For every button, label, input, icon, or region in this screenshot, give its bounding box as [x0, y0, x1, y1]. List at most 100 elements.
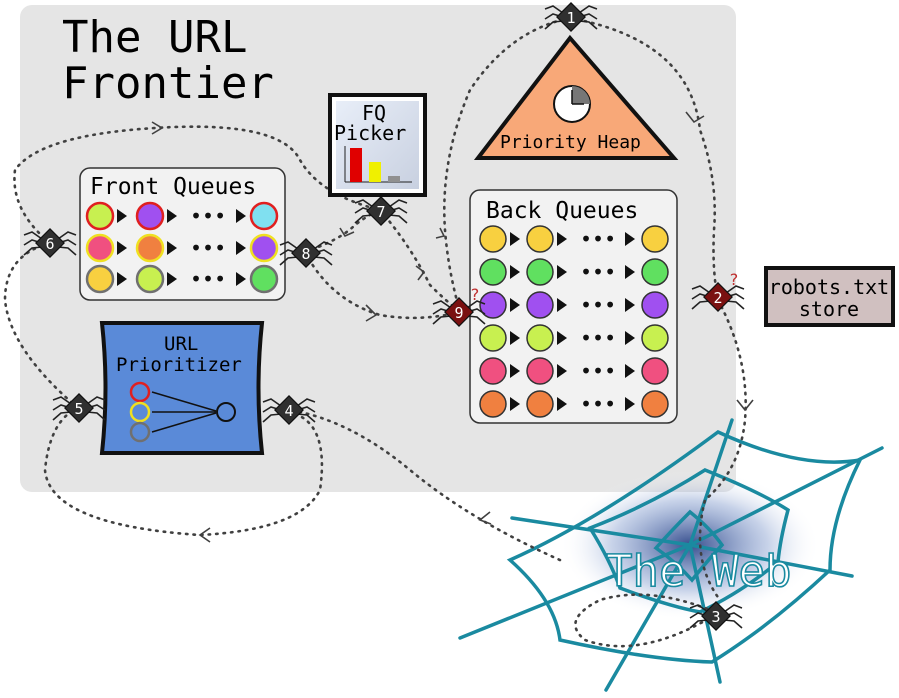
back-queue-row: •••	[479, 357, 669, 385]
queue-arrow-icon	[557, 265, 567, 279]
queue-arrow-icon	[236, 272, 246, 286]
queue-ellipsis: •••	[580, 392, 616, 416]
crawler-spider-4: 4	[262, 395, 316, 425]
spider-number: 3	[711, 608, 720, 626]
url-item	[249, 233, 279, 263]
crawl-cycle-path	[3, 16, 747, 648]
frontier-title-line2: Frontier	[62, 58, 274, 109]
fq-picker-bar-gray	[388, 176, 400, 182]
url-item	[85, 201, 115, 231]
priority-heap-label: Priority Heap	[500, 132, 641, 153]
queue-arrow-icon	[510, 331, 520, 345]
queue-arrow-icon	[557, 298, 567, 312]
url-item	[479, 291, 507, 319]
queue-arrow-icon	[625, 298, 635, 312]
queue-arrow-icon	[625, 364, 635, 378]
spider-number: 7	[376, 203, 385, 221]
priority-level-circle	[129, 381, 151, 403]
queue-ellipsis: •••	[580, 359, 616, 383]
queue-arrow-icon	[236, 209, 246, 223]
queue-ellipsis: •••	[580, 293, 616, 317]
queue-arrow-icon	[117, 209, 127, 223]
url-item	[85, 264, 115, 294]
url-prioritizer-label-line2: Prioritizer	[116, 354, 242, 376]
crawler-spider-5: 5	[52, 393, 106, 423]
queue-arrow-icon	[510, 364, 520, 378]
spider-number: 6	[45, 235, 54, 253]
url-item	[479, 390, 507, 418]
queue-ellipsis: •••	[190, 204, 226, 228]
spider-question-mark: ?	[729, 270, 739, 289]
url-item	[641, 258, 669, 286]
queue-arrow-icon	[236, 241, 246, 255]
queue-arrow-icon	[117, 241, 127, 255]
priority-level-circle	[129, 421, 151, 443]
fq-picker-label-line2: Picker	[334, 121, 406, 145]
url-prioritizer-label-line1: URL	[164, 333, 198, 355]
queue-arrow-icon	[557, 364, 567, 378]
crawler-spider-9: 9?	[432, 285, 486, 327]
fq-picker: FQ Picker	[328, 93, 427, 197]
back-queues-label: Back Queues	[486, 198, 638, 224]
queue-arrow-icon	[510, 232, 520, 246]
url-item	[641, 390, 669, 418]
queue-arrow-icon	[510, 265, 520, 279]
spider-number: 1	[566, 9, 575, 27]
url-item	[526, 291, 554, 319]
url-item	[479, 258, 507, 286]
queue-arrow-icon	[557, 331, 567, 345]
web-label: The Web	[606, 546, 791, 597]
back-queue-row: •••	[479, 291, 669, 319]
back-queue-row: •••	[479, 390, 669, 418]
spider-number: 5	[74, 400, 83, 418]
front-queue-row: •••	[85, 233, 279, 263]
direction-chevrons	[151, 111, 754, 543]
url-item	[526, 258, 554, 286]
queue-arrow-icon	[167, 209, 177, 223]
url-item	[135, 233, 165, 263]
queue-ellipsis: •••	[580, 260, 616, 284]
front-queue-row: •••	[85, 264, 279, 294]
back-queue-row: •••	[479, 258, 669, 286]
queue-arrow-icon	[625, 397, 635, 411]
url-item	[526, 390, 554, 418]
url-item	[479, 225, 507, 253]
spider-number: 4	[284, 402, 293, 420]
fq-picker-bar-red	[350, 148, 362, 182]
spider-number: 9	[454, 304, 463, 322]
queue-arrow-icon	[510, 397, 520, 411]
fq-picker-bar-yellow	[369, 162, 381, 182]
spider-number: 8	[301, 245, 310, 263]
crawler-spider-8: 8	[279, 238, 333, 268]
back-queues: Back Queues ••• ••• ••• ••• ••• •••	[469, 189, 678, 424]
url-item	[135, 201, 165, 231]
queue-arrow-icon	[625, 232, 635, 246]
input-url-circle	[216, 402, 236, 422]
queue-ellipsis: •••	[580, 227, 616, 251]
crawler-spider-2: 2?	[691, 270, 745, 312]
url-item	[641, 324, 669, 352]
spider-number: 2	[713, 289, 722, 307]
queue-arrow-icon	[625, 265, 635, 279]
queue-arrow-icon	[117, 272, 127, 286]
front-queue-row: •••	[85, 201, 279, 231]
spider-question-mark: ?	[470, 285, 480, 304]
url-item	[479, 357, 507, 385]
url-item	[85, 233, 115, 263]
url-item	[479, 324, 507, 352]
web-graphic: The Web	[458, 418, 884, 692]
url-item	[641, 291, 669, 319]
queue-ellipsis: •••	[190, 267, 226, 291]
queue-ellipsis: •••	[580, 326, 616, 350]
queue-arrow-icon	[557, 397, 567, 411]
front-queues-label: Front Queues	[90, 174, 256, 200]
url-item	[249, 264, 279, 294]
url-prioritizer: URL Prioritizer	[99, 321, 265, 455]
frontier-title-line1: The URL	[62, 12, 247, 63]
queue-arrow-icon	[557, 232, 567, 246]
spiders: 1 2? 3 4 5 6 7 8 9?	[23, 2, 745, 631]
queue-arrow-icon	[167, 241, 177, 255]
url-item	[641, 225, 669, 253]
queue-arrow-icon	[510, 298, 520, 312]
